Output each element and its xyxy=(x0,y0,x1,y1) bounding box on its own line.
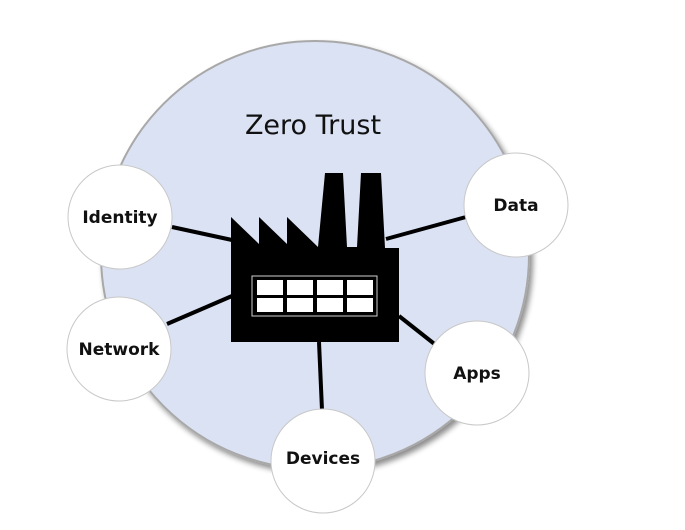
node-label: Data xyxy=(493,196,538,216)
node-apps[interactable]: Apps xyxy=(424,320,530,426)
window xyxy=(317,298,343,312)
node-label: Devices xyxy=(286,449,360,469)
node-circle xyxy=(270,408,376,514)
edge-apps xyxy=(397,314,439,348)
node-label: Network xyxy=(79,340,161,360)
window xyxy=(287,298,313,312)
window xyxy=(347,298,373,312)
edge-devices xyxy=(317,341,324,411)
node-data[interactable]: Data xyxy=(463,152,569,258)
node-circle xyxy=(67,164,173,270)
edge-network xyxy=(166,294,233,326)
window xyxy=(317,280,343,295)
factory-icon xyxy=(231,173,399,342)
node-label: Apps xyxy=(453,364,501,384)
window xyxy=(257,280,283,295)
window xyxy=(287,280,313,295)
edge-identity xyxy=(171,225,233,242)
node-circle xyxy=(424,320,530,426)
node-label: Identity xyxy=(82,208,157,228)
node-network[interactable]: Network xyxy=(66,296,172,402)
window xyxy=(257,298,283,312)
diagram-title: Zero Trust xyxy=(245,110,381,141)
node-identity[interactable]: Identity xyxy=(67,164,173,270)
connectors xyxy=(166,215,467,411)
windows xyxy=(257,280,373,312)
edge-data xyxy=(385,215,467,241)
window xyxy=(347,280,373,295)
node-circle xyxy=(66,296,172,402)
node-devices[interactable]: Devices xyxy=(270,408,376,514)
node-circle xyxy=(463,152,569,258)
